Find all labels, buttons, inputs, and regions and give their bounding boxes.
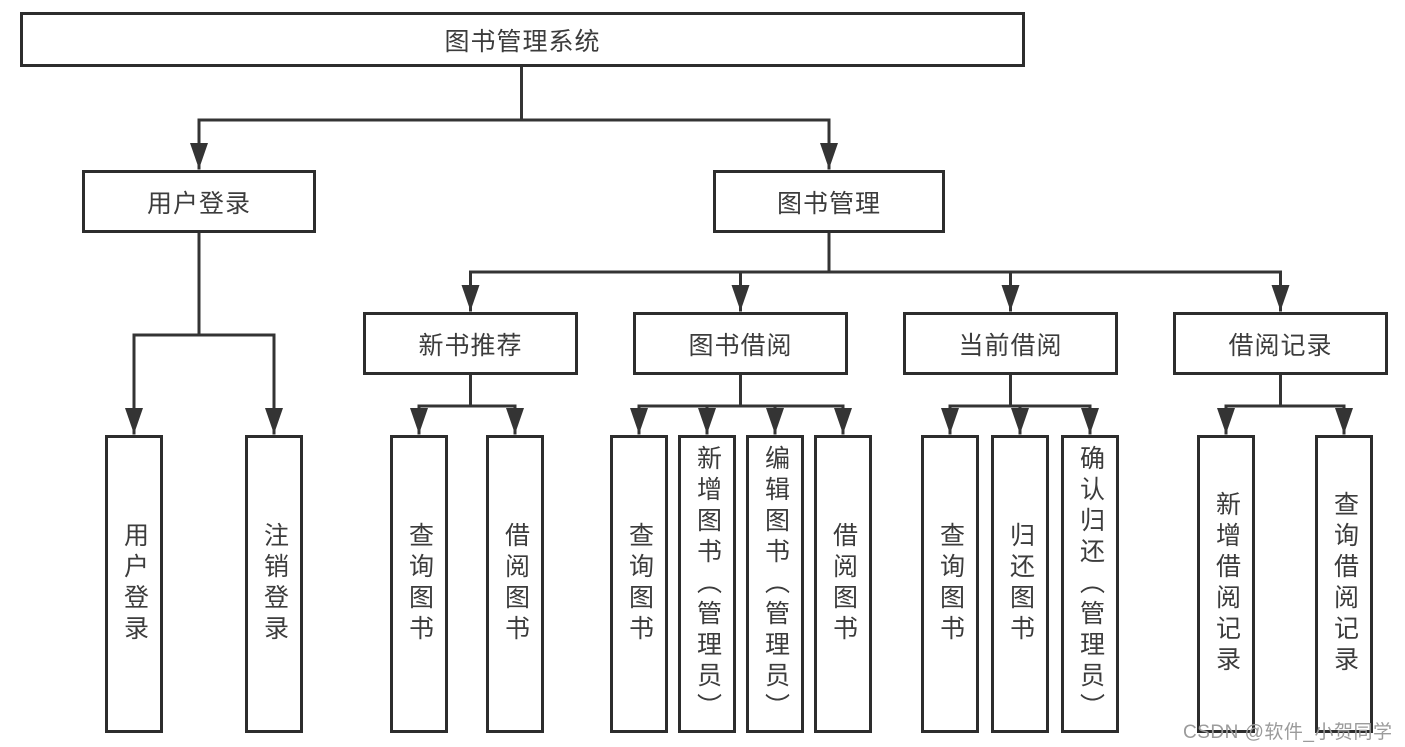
leaf-borrow-query-books-label: 查询图书: [625, 522, 654, 646]
leaf-borrow-query-books: 查询图书: [610, 435, 668, 733]
node-book-borrow: 图书借阅: [633, 312, 848, 375]
leaf-current-return-books-label: 归还图书: [1006, 522, 1035, 646]
leaf-current-confirm-return-admin: 确认归还（管理员）: [1061, 435, 1119, 733]
leaf-borrow-add-books-admin-label: 新增图书（管理员）: [693, 444, 722, 724]
leaf-user-login: 用户登录: [105, 435, 163, 733]
leaf-newbooks-borrow-books: 借阅图书: [486, 435, 544, 733]
leaf-current-query-books: 查询图书: [921, 435, 979, 733]
leaf-records-query-record: 查询借阅记录: [1315, 435, 1373, 733]
leaf-user-login-label: 用户登录: [120, 522, 149, 646]
leaf-logout: 注销登录: [245, 435, 303, 733]
leaf-borrow-borrow-books: 借阅图书: [814, 435, 872, 733]
leaf-current-query-books-label: 查询图书: [936, 522, 965, 646]
node-library-system-root: 图书管理系统: [20, 12, 1025, 67]
leaf-borrow-add-books-admin: 新增图书（管理员）: [678, 435, 736, 733]
leaf-current-return-books: 归还图书: [991, 435, 1049, 733]
leaf-records-add-record-label: 新增借阅记录: [1212, 491, 1241, 677]
node-current-borrow: 当前借阅: [903, 312, 1118, 375]
leaf-borrow-edit-books-admin: 编辑图书（管理员）: [746, 435, 804, 733]
node-user-login: 用户登录: [82, 170, 316, 233]
node-book-management: 图书管理: [713, 170, 945, 233]
leaf-newbooks-borrow-books-label: 借阅图书: [501, 522, 530, 646]
leaf-newbooks-query-books: 查询图书: [390, 435, 448, 733]
leaf-records-query-record-label: 查询借阅记录: [1330, 491, 1359, 677]
leaf-records-add-record: 新增借阅记录: [1197, 435, 1255, 733]
node-new-book-recommend: 新书推荐: [363, 312, 578, 375]
leaf-newbooks-query-books-label: 查询图书: [405, 522, 434, 646]
leaf-borrow-borrow-books-label: 借阅图书: [829, 522, 858, 646]
node-borrow-records: 借阅记录: [1173, 312, 1388, 375]
leaf-logout-label: 注销登录: [260, 522, 289, 646]
csdn-watermark: CSDN @软件_小贺同学: [1183, 722, 1393, 743]
leaf-borrow-edit-books-admin-label: 编辑图书（管理员）: [761, 444, 790, 724]
leaf-current-confirm-return-admin-label: 确认归还（管理员）: [1076, 444, 1105, 724]
